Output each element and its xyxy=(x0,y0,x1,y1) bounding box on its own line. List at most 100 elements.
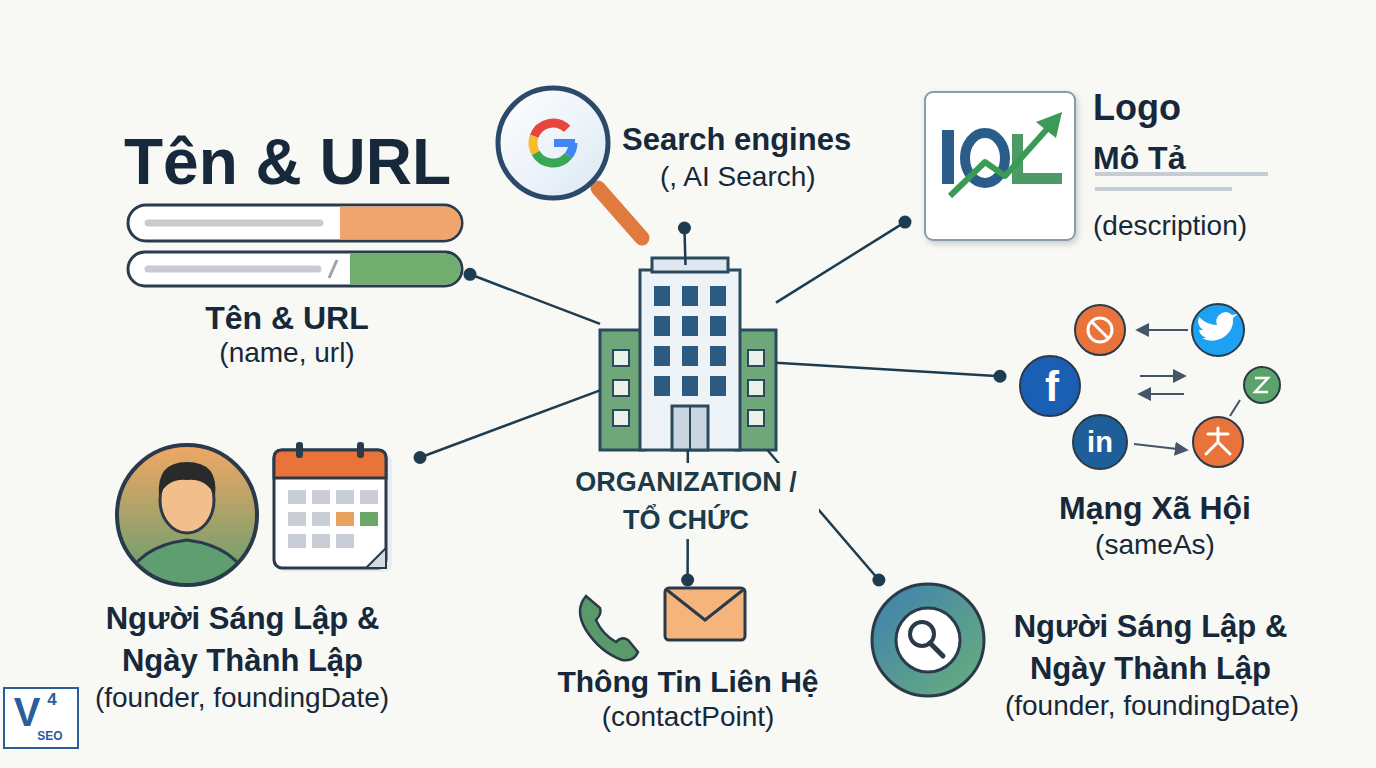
social-circle xyxy=(1244,367,1280,403)
connector-group xyxy=(776,216,912,303)
connector-group xyxy=(414,390,601,464)
window xyxy=(710,316,726,336)
mini-magnifier-handle xyxy=(930,643,943,656)
node-text: (description) xyxy=(1093,208,1313,244)
logo-arrow xyxy=(950,128,1048,196)
magnifier-handle xyxy=(598,188,642,238)
connector-line xyxy=(776,222,905,302)
social-glyph xyxy=(1255,378,1268,392)
window xyxy=(613,350,629,366)
node-heading: Search engines xyxy=(622,120,892,160)
schema-node: Tên & URLTên & URL(name, url) xyxy=(128,128,470,290)
founder-icon xyxy=(117,442,392,600)
node-text: (name, url) xyxy=(167,336,407,370)
social-glyph xyxy=(1206,428,1230,454)
g-green xyxy=(536,153,569,163)
window xyxy=(748,350,764,366)
connector-dot xyxy=(872,574,885,587)
watermark-text: SEO xyxy=(30,728,70,744)
connector-dot xyxy=(899,216,912,229)
magnifier-lens xyxy=(498,88,608,198)
bar-line xyxy=(148,220,320,227)
g-bar xyxy=(554,139,575,147)
facebook-circle xyxy=(1020,356,1080,416)
node-heading: Mạng Xã Hội xyxy=(1030,488,1280,528)
bar-line xyxy=(148,266,318,273)
window xyxy=(682,376,698,396)
schema-node: LogoMô Tả(description) xyxy=(905,90,1080,245)
schema-node: Mạng Xã Hội(sameAs) xyxy=(1000,290,1290,480)
g-yellow xyxy=(533,136,536,153)
building-wing xyxy=(736,330,776,450)
social-glyph xyxy=(1088,318,1112,342)
window xyxy=(654,316,670,336)
connector-line xyxy=(420,390,600,457)
person-hair xyxy=(159,462,216,496)
connector-group xyxy=(776,363,1007,383)
twitter-bird xyxy=(1198,312,1238,341)
social-circle xyxy=(1075,305,1125,355)
url-bars xyxy=(128,205,462,286)
connector-dot xyxy=(678,222,691,235)
window xyxy=(710,286,726,306)
door-split xyxy=(689,406,691,450)
node-text: (founder, foundingDate) xyxy=(972,689,1332,723)
window xyxy=(710,346,726,366)
window xyxy=(748,410,764,426)
logo-bar xyxy=(942,130,954,184)
calendar-day xyxy=(336,490,354,504)
building-tower xyxy=(640,270,740,450)
watermark-digit: 4 xyxy=(44,690,60,710)
facebook-letter: f xyxy=(1030,362,1074,412)
window xyxy=(682,286,698,306)
watermark-letter: V xyxy=(8,688,46,736)
node-text: Tên & URL xyxy=(167,298,407,338)
flow-arrow xyxy=(1140,393,1184,395)
window xyxy=(748,380,764,396)
envelope-flap xyxy=(667,590,743,620)
schema-node: Người Sáng Lập & Ngày Thành Lập(founder,… xyxy=(865,580,1000,705)
calendar-curl xyxy=(366,548,386,568)
calendar-day xyxy=(312,534,330,548)
building-roof xyxy=(652,258,728,272)
node-text: (sameAs) xyxy=(1030,528,1280,562)
node-heading: Tên & URL xyxy=(124,126,484,198)
calendar-ring xyxy=(357,442,364,458)
founder-right-icon xyxy=(872,584,984,696)
node-heading: Logo xyxy=(1093,86,1263,130)
window xyxy=(710,376,726,396)
g-red xyxy=(534,123,567,136)
building-wing xyxy=(600,330,644,450)
calendar xyxy=(274,450,386,568)
schema-node: Thông Tin Liên Hệ(contactPoint) xyxy=(540,580,835,735)
window xyxy=(682,316,698,336)
connector-dot xyxy=(994,370,1007,383)
node-text: (contactPoint) xyxy=(528,700,848,734)
node-heading: Người Sáng Lập & Ngày Thành Lập xyxy=(100,598,385,682)
bar-slash xyxy=(329,260,337,278)
window xyxy=(654,376,670,396)
calendar-day xyxy=(336,534,354,548)
flow-link xyxy=(1230,400,1240,416)
window xyxy=(654,286,670,306)
schema-node: Search engines(, AI Search) xyxy=(495,85,870,228)
flow-arrow xyxy=(1140,375,1184,377)
phone-icon xyxy=(580,596,638,660)
calendar-day xyxy=(312,512,330,526)
bar-fill xyxy=(350,254,461,285)
calendar-day xyxy=(288,490,306,504)
window xyxy=(613,380,629,396)
window xyxy=(682,346,698,366)
calendar-day xyxy=(360,490,378,504)
search-icon xyxy=(498,88,642,238)
flow-arrow xyxy=(1138,329,1188,331)
twitter-circle xyxy=(1192,304,1244,356)
linkedin-letters: in xyxy=(1080,424,1120,460)
connector-line xyxy=(776,363,1000,376)
bar-outline xyxy=(128,252,462,286)
logo-arrowhead xyxy=(1036,112,1062,138)
social-circle xyxy=(1193,417,1243,467)
node-text: Mô Tả xyxy=(1093,138,1263,178)
